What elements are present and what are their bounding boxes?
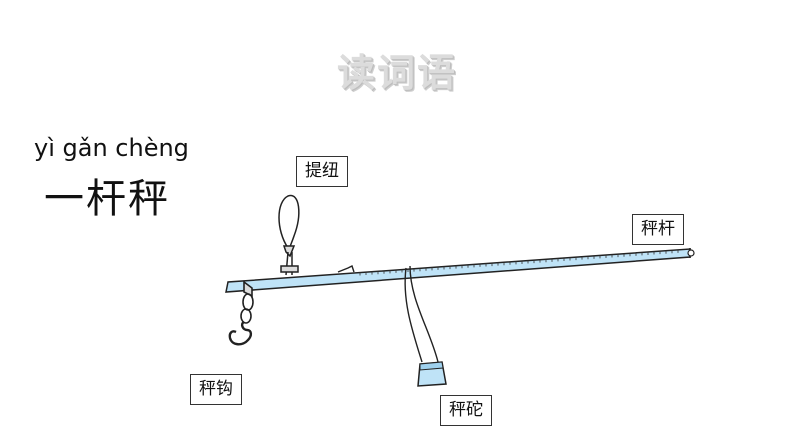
beam-tick-marks xyxy=(359,249,679,276)
pinyin-text: yì gǎn chèng xyxy=(34,134,189,162)
steelyard-weight xyxy=(404,265,447,387)
steelyard-hook xyxy=(228,280,254,346)
steelyard-beam xyxy=(225,248,695,293)
label-weight: 秤砣 xyxy=(440,395,492,426)
word-text: 一杆秤 xyxy=(44,176,170,222)
label-lifting-cord: 提纽 xyxy=(296,156,348,187)
slide-title: 读词语 xyxy=(336,51,457,95)
beam-stop xyxy=(337,265,355,273)
label-hook: 秤钩 xyxy=(190,374,242,405)
label-beam: 秤杆 xyxy=(632,214,684,245)
lifting-cord xyxy=(278,194,300,276)
